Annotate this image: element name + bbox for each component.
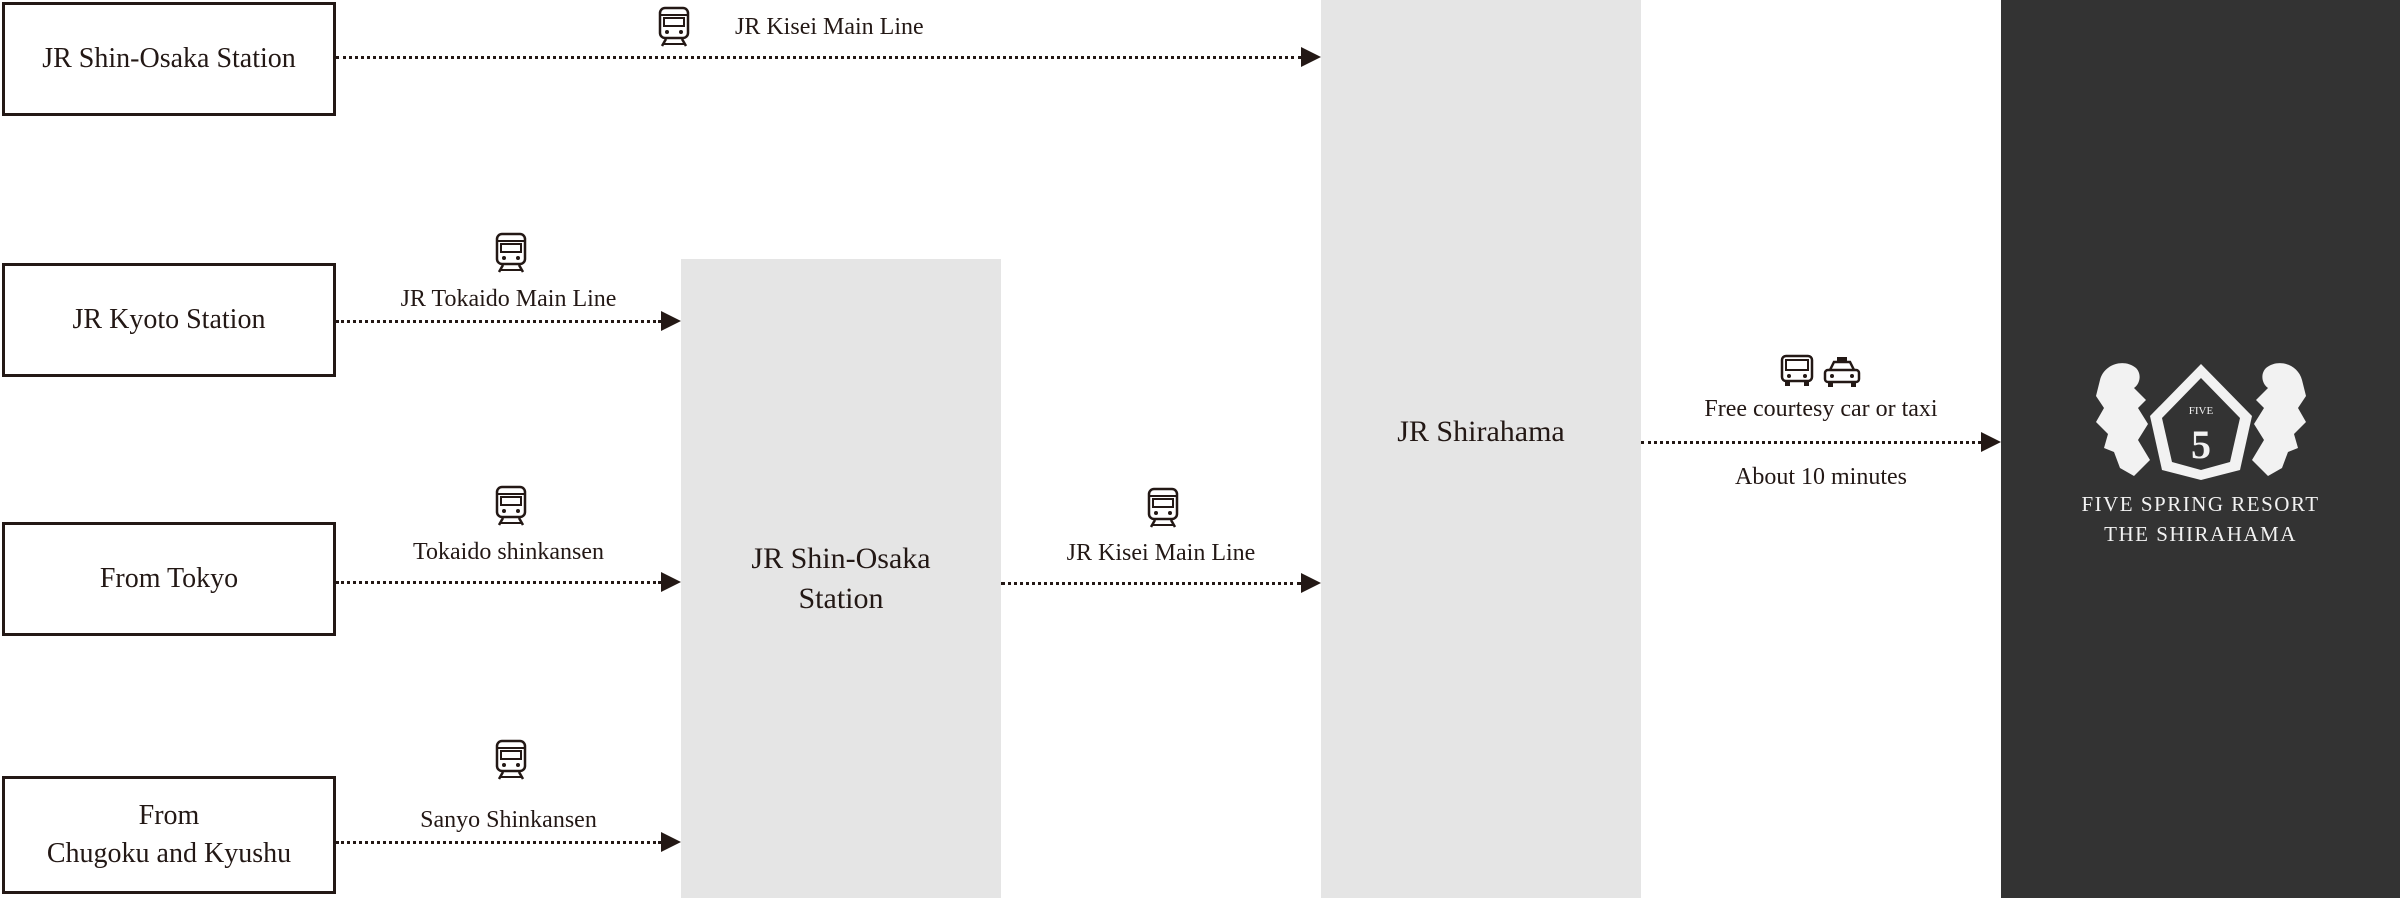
origin-kyoto: JR Kyoto Station [2, 263, 336, 377]
route-label-kyoto: JR Tokaido Main Line [400, 286, 617, 312]
origin-tokyo-label: From Tokyo [99, 563, 239, 594]
route-label-chugoku: Sanyo Shinkansen [420, 807, 597, 833]
resort-emblem: FIVE 5 [2096, 363, 2306, 480]
hub-shin-osaka-label-1: JR Shin-Osaka [751, 541, 931, 575]
origin-chugoku-label-2: Chugoku and Kyushu [46, 838, 292, 869]
resort-name-line-1: FIVE SPRING RESORT [2081, 492, 2320, 516]
arrow-tokyo-to-shin-osaka [336, 572, 681, 592]
route-label-hub: JR Kisei Main Line [1066, 540, 1256, 566]
emblem-number: 5 [2191, 422, 2211, 467]
arrow-shirahama-to-resort [1641, 432, 2001, 452]
destination-panel: FIVE 5 FIVE SPRING RESORT THE SHIRAHAMA [2001, 0, 2400, 898]
hub-shin-osaka: JR Shin-Osaka Station [681, 259, 1001, 898]
origin-kyoto-label: JR Kyoto Station [72, 304, 266, 335]
train-icon [1146, 487, 1180, 529]
train-icon [494, 485, 528, 527]
route-label-top: JR Kisei Main Line [735, 14, 924, 40]
hub-shirahama-label: JR Shirahama [1397, 415, 1565, 448]
route-label-tokyo: Tokaido shinkansen [413, 539, 604, 565]
arrow-shin-osaka-to-shirahama [336, 47, 1321, 67]
taxi-icon [1822, 355, 1862, 389]
origin-shin-osaka: JR Shin-Osaka Station [2, 2, 336, 116]
origin-chugoku-kyushu: From Chugoku and Kyushu [2, 776, 336, 894]
arrow-kyoto-to-shin-osaka [336, 311, 681, 331]
emblem-word: FIVE [2189, 405, 2214, 417]
hub-shin-osaka-label-2: Station [798, 581, 884, 615]
arrow-shin-osaka-hub-to-shirahama [1001, 573, 1321, 593]
train-icon [494, 739, 528, 781]
origin-tokyo: From Tokyo [2, 522, 336, 636]
origin-chugoku-label-1: From [138, 800, 200, 831]
origin-shin-osaka-label: JR Shin-Osaka Station [42, 43, 296, 74]
bus-icon [1779, 353, 1815, 389]
train-icon [657, 6, 691, 48]
route-label-transport: Free courtesy car or taxi [1704, 396, 1938, 422]
hub-shirahama: JR Shirahama [1321, 0, 1641, 898]
train-icon [494, 232, 528, 274]
arrow-chugoku-to-shin-osaka [336, 832, 681, 852]
route-label-duration: About 10 minutes [1735, 464, 1907, 490]
resort-name-line-2: THE SHIRAHAMA [2104, 522, 2297, 546]
